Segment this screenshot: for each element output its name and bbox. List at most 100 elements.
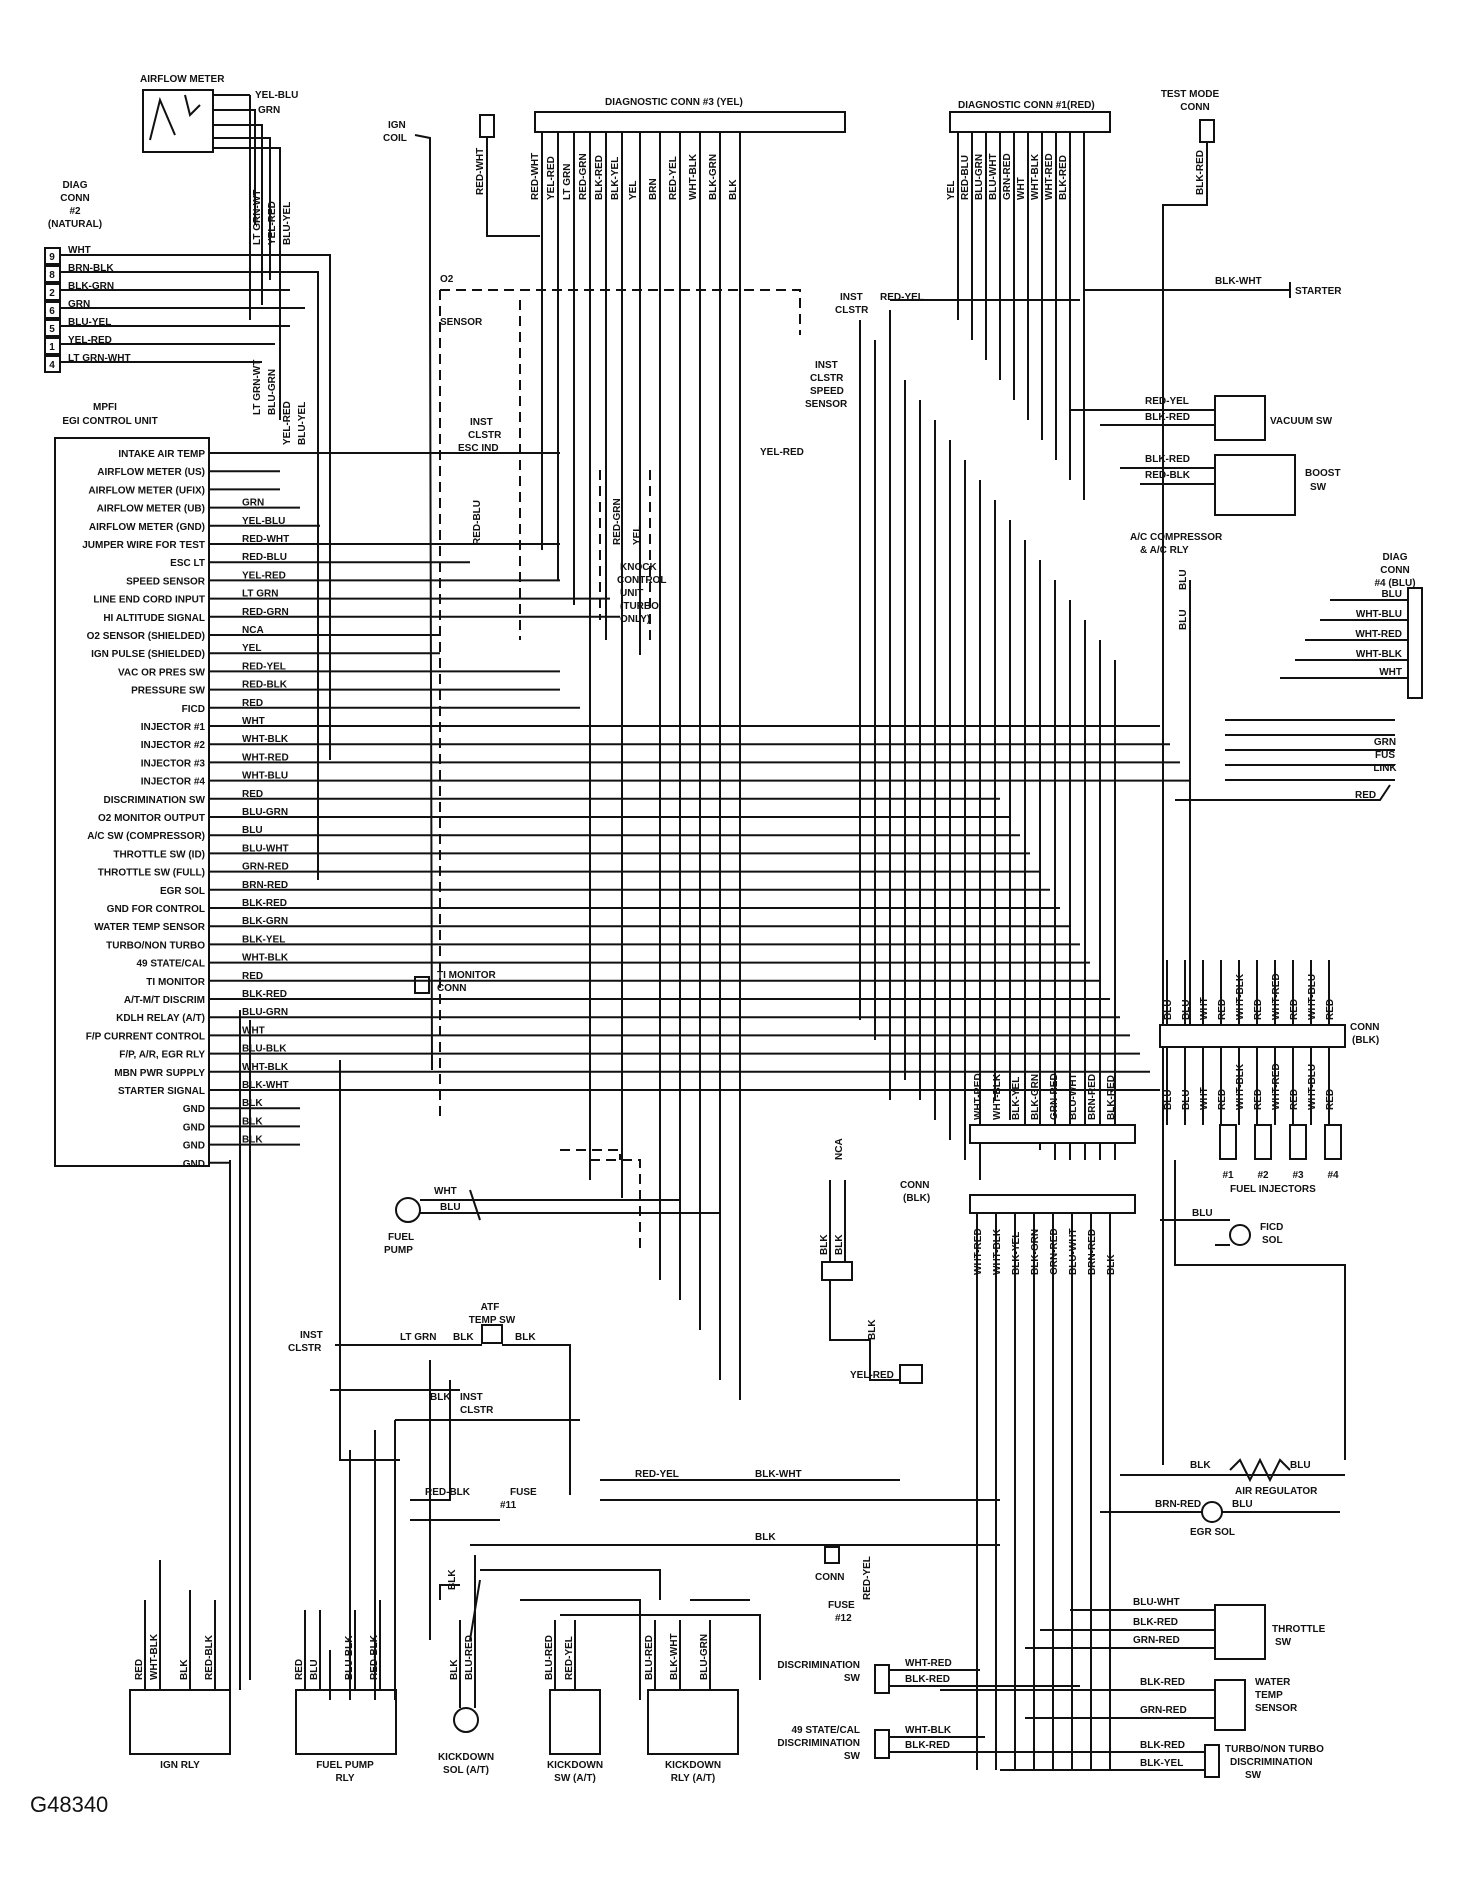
diag-conn-2-pin-box (44, 301, 61, 319)
conn-blk-right-bottom-wire: RED (1253, 1089, 1264, 1110)
ecu-pin-label: KDLH RELAY (A/T) (116, 1013, 205, 1024)
injector-numbers: #1#2#3#4 (1222, 1170, 1339, 1181)
test-mode-wire: BLK-RED (1195, 150, 1206, 195)
ecu-pin-label: TI MONITOR (146, 977, 205, 988)
diag-conn-2-pin-number: 2 (49, 288, 55, 299)
ecu-pin-wire-label: BLU-WHT (242, 843, 289, 854)
ecu-pin-wire-label: RED (242, 698, 263, 709)
throttle-wire-3: GRN-RED (1133, 1635, 1180, 1646)
vacuum-wire-2: BLK-RED (1145, 412, 1190, 423)
state-discrim-wire-1: WHT-BLK (905, 1725, 952, 1736)
ecu-pin-wire-label: WHT (242, 1025, 265, 1036)
diag-conn-4-wire-label: WHT (1379, 667, 1402, 678)
inst-clstr-mid-label-1: INST (460, 1392, 483, 1403)
diag-conn-2-wire-label: YEL-RED (68, 335, 112, 346)
throttle-wire-1: BLU-WHT (1133, 1597, 1180, 1608)
ecu-title-1: MPFI (93, 402, 117, 413)
diag-conn-2-pin-number: 8 (49, 270, 55, 281)
diag-conn-2-pin-box (44, 337, 61, 355)
ecu-pin-label: A/T-M/T DISCRIM (124, 995, 205, 1006)
diag-conn-2-pin-box (44, 283, 61, 301)
ecu-pin-wire-label: BLK-RED (242, 989, 287, 1000)
ac-comp-label-2: & A/C RLY (1140, 545, 1189, 556)
diag-conn-4-box (1407, 587, 1423, 699)
ground-blk-wire: BLK (447, 1569, 458, 1590)
ecu-pin-wire-label: BLK-WHT (242, 1080, 289, 1091)
knock-wire-1: RED-GRN (612, 498, 623, 545)
diag-conn-4-wire-label: WHT-BLU (1356, 609, 1402, 620)
diag-conn-1-box (949, 111, 1111, 133)
ign-coil-label-1: IGN (388, 120, 406, 131)
state-discrim-box (874, 1729, 890, 1759)
knock-label-2: CONTROL (617, 575, 666, 586)
conn-blk-right-top-wire: WHT-RED (1271, 973, 1282, 1020)
injector-number: #1 (1222, 1170, 1234, 1181)
boost-wire-1: BLK-RED (1145, 454, 1190, 465)
ecu-top-wire-3: YEL-RED (282, 401, 293, 445)
inst-clstr-mid-label-2: CLSTR (460, 1405, 494, 1416)
ecu-pin-label: THROTTLE SW (ID) (113, 849, 205, 860)
conn-blk-mid-label-1: CONN (900, 1180, 929, 1191)
discrim-label-1: DISCRIMINATION (777, 1660, 860, 1671)
egr-sol-symbol (1201, 1501, 1223, 1523)
conn-blk-mid-top-wire: BLU-WHT (1068, 1073, 1079, 1120)
egr-wire-2: BLU (1232, 1499, 1253, 1510)
fuse-12-wire: RED-YEL (862, 1556, 873, 1600)
state-discrim-label-2: DISCRIMINATION (777, 1738, 860, 1749)
ign-coil-connector (479, 114, 495, 138)
o2-sensor-label-1: O2 (440, 274, 454, 285)
diag-conn-1-wire-label: BLU-WHT (988, 153, 999, 200)
diag-conn-1-wire-label: WHT-BLK (1030, 153, 1041, 200)
ecu-pin-label: AIRFLOW METER (GND) (89, 522, 205, 533)
airflow-wire-4: YEL-RED (267, 201, 278, 245)
water-temp-label-3: SENSOR (1255, 1703, 1298, 1714)
fus-link-wire: RED (1355, 790, 1376, 801)
diag-conn-2-wire-label: GRN (68, 299, 90, 310)
conn-blk-right-bottom-wire: WHT-BLU (1307, 1064, 1318, 1110)
turbo-discrim-box (1204, 1744, 1220, 1778)
diag-conn-3-wire-label: RED-GRN (578, 153, 589, 200)
discrim-wire-2: BLK-RED (905, 1674, 950, 1685)
airflow-wire-3: LT GRN-WT (252, 190, 263, 245)
conn-blk-right-bottom-wire: RED (1289, 1089, 1300, 1110)
ecu-pin-label: INJECTOR #3 (141, 758, 206, 769)
fuel-injectors-label: FUEL INJECTORS (1230, 1184, 1316, 1195)
fuel-pump-wire-1: WHT (434, 1186, 457, 1197)
vacuum-sw-label: VACUUM SW (1270, 416, 1333, 427)
conn-blk-right-bottom-wire: BLU (1163, 1089, 1174, 1110)
ecu-pin-label: WATER TEMP SENSOR (94, 922, 206, 933)
conn-label: CONN (815, 1572, 844, 1583)
knock-label-1: KNOCK (620, 562, 657, 573)
ac-comp-wire-1: BLU (1178, 569, 1189, 590)
ecu-pin-wire-label: RED-BLU (242, 552, 287, 563)
conn-blk-right-top-wire: BLU (1181, 999, 1192, 1020)
fus-link-label-1: GRN (1374, 737, 1396, 748)
fuse-12-label-2: #12 (835, 1613, 852, 1624)
conn-blk-right-box (1159, 1024, 1346, 1048)
injector-2 (1254, 1124, 1272, 1160)
ecu-pin-label: FICD (182, 704, 205, 715)
red-yel-wire: RED-YEL (635, 1469, 679, 1480)
conn-blk-right-top-wire: WHT-BLK (1235, 973, 1246, 1020)
speed-sensor-label-2: CLSTR (810, 373, 844, 384)
conn-blk-right-top-wire: WHT (1199, 997, 1210, 1020)
conn-blk-right-bottom-wire: WHT-BLK (1235, 1063, 1246, 1110)
diag-conn-1-wire-label: WHT (1016, 177, 1027, 200)
boost-sw-box (1214, 454, 1296, 516)
diag-conn-3-wire-label: BLK-RED (594, 155, 605, 200)
ecu-top-wire-2: BLU-GRN (267, 369, 278, 415)
turbo-discrim-label-2: DISCRIMINATION (1230, 1757, 1313, 1768)
fuse-11-label-2: #11 (500, 1500, 517, 1511)
conn-blk-right-top-wire: RED (1217, 999, 1228, 1020)
nca-wire-3: BLK (867, 1319, 878, 1340)
test-mode-label-1: TEST MODE (1161, 89, 1220, 100)
diag-conn-3-wire-label: YEL-RED (546, 156, 557, 200)
nca-conn-box (821, 1261, 853, 1281)
diag-conn-3-wire-label: LT GRN (562, 164, 573, 200)
nca-wire-2: BLK (834, 1234, 845, 1255)
